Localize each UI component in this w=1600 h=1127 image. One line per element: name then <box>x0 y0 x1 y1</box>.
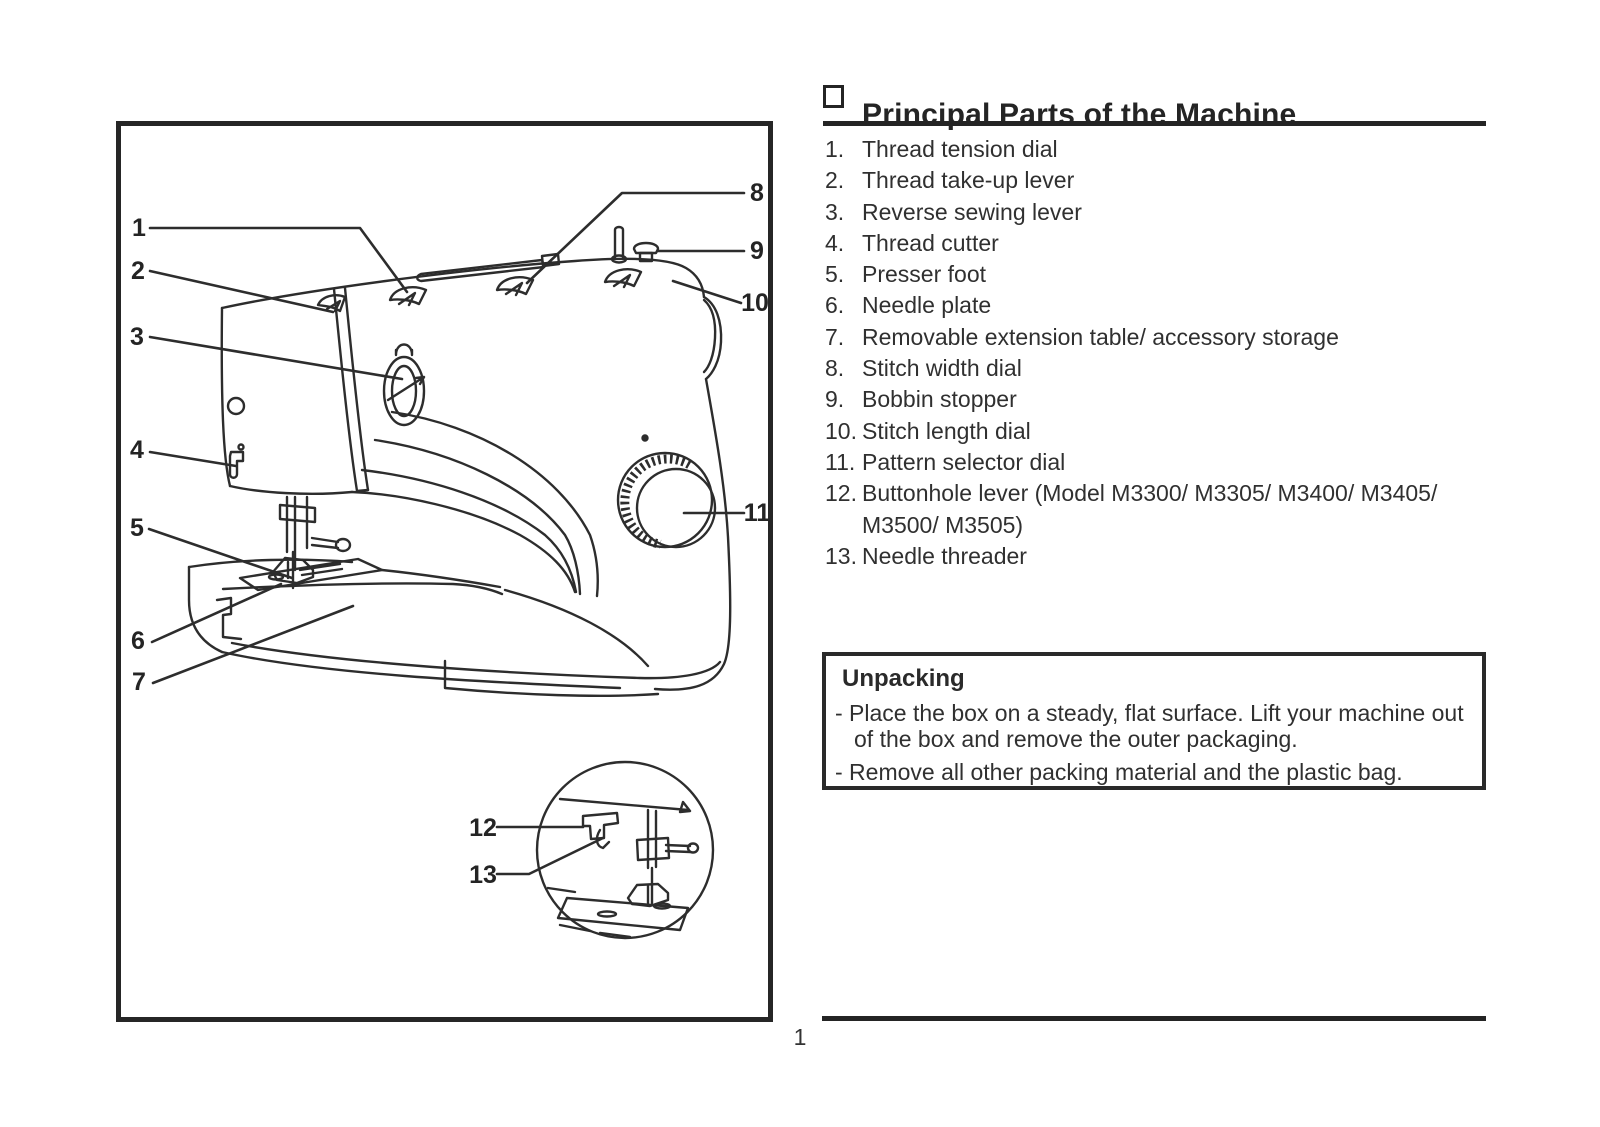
item-label: Needle plate <box>862 292 992 319</box>
item-label: Reverse sewing lever <box>862 198 1082 225</box>
item-label: Pattern selector dial <box>862 448 1066 475</box>
item-label: Buttonhole lever (Model M3300/ M3305/ M3… <box>862 480 1438 538</box>
list-item: 10.Stitch length dial <box>823 416 1486 447</box>
item-label: Thread take-up lever <box>862 167 1075 194</box>
callout-12: 12 <box>469 814 497 842</box>
unpacking-box: Unpacking - Place the box on a steady, f… <box>822 652 1486 790</box>
item-number: 6. <box>825 292 845 319</box>
parts-list: 1. Thread tension dial 2. Thread take-up l… <box>823 134 1486 572</box>
item-label: Stitch length dial <box>862 417 1031 444</box>
callout-labels: 1 2 3 4 5 6 7 8 9 10 11 12 13 <box>130 179 770 889</box>
callout-8: 8 <box>750 179 764 207</box>
callout-2: 2 <box>131 257 145 285</box>
callout-9: 9 <box>750 237 764 265</box>
item-number: 10. <box>825 417 857 444</box>
needle-area-inset <box>535 760 715 940</box>
unpacking-item: - Place the box on a steady, flat surfac… <box>835 700 1464 752</box>
item-number: 1. <box>825 136 845 162</box>
item-label: Thread cutter <box>862 229 999 256</box>
item-label: Bobbin stopper <box>862 386 1017 413</box>
list-item: 1. Thread tension dial <box>823 134 1486 165</box>
item-number: 7. <box>825 323 845 350</box>
callout-11: 11 <box>744 499 771 527</box>
unpacking-heading: Unpacking <box>842 665 965 692</box>
item-number: 9. <box>825 386 845 413</box>
list-item: 7. Removable extension table/ accessory s… <box>823 322 1486 353</box>
item-number: 11. <box>825 448 856 475</box>
page-number: 1 <box>793 1024 807 1050</box>
callout-4: 4 <box>130 436 144 464</box>
callout-6: 6 <box>131 627 145 655</box>
list-item: 6. Needle plate <box>823 290 1486 321</box>
list-item: 11.Pattern selector dial <box>823 447 1486 478</box>
callout-3: 3 <box>130 323 144 351</box>
machine-figure-box: 1 2 3 4 5 6 7 8 9 10 11 12 13 <box>116 121 773 1022</box>
callout-7: 7 <box>132 668 146 696</box>
section-checkbox-icon <box>823 85 844 108</box>
callout-13: 13 <box>469 861 497 889</box>
machine-illustration: 1 2 3 4 5 6 7 8 9 10 11 12 13 <box>116 121 773 1022</box>
title-rule <box>823 121 1486 126</box>
item-number: 8. <box>825 355 845 382</box>
item-number: 5. <box>825 261 845 288</box>
unpacking-item: - Remove all other packing material and … <box>835 759 1403 785</box>
item-number: 12. <box>825 480 857 507</box>
item-label: Stitch width dial <box>862 355 1022 382</box>
list-item: 13.Needle threader <box>823 541 1486 572</box>
item-label: Thread tension dial <box>862 136 1058 162</box>
callout-5: 5 <box>130 514 144 542</box>
item-number: 3. <box>825 198 845 225</box>
callout-10: 10 <box>741 289 769 317</box>
item-number: 2. <box>825 167 845 194</box>
item-label: Presser foot <box>862 261 986 288</box>
callout-lines <box>147 191 746 876</box>
footer-rule <box>822 1016 1486 1021</box>
list-item: 3. Reverse sewing lever <box>823 197 1486 228</box>
item-number: 13. <box>825 542 857 569</box>
list-item: 12.Buttonhole lever (Model M3300/ M3305/… <box>823 478 1486 541</box>
list-item: 4. Thread cutter <box>823 228 1486 259</box>
list-item: 8. Stitch width dial <box>823 353 1486 384</box>
list-item: 5. Presser foot <box>823 259 1486 290</box>
item-label: Removable extension table/ accessory sto… <box>862 323 1339 350</box>
list-item: 9. Bobbin stopper <box>823 384 1486 415</box>
list-item: 2. Thread take-up lever <box>823 165 1486 196</box>
callout-1: 1 <box>132 214 146 242</box>
machine-body <box>187 225 732 697</box>
item-label: Needle threader <box>862 542 1027 569</box>
item-number: 4. <box>825 229 845 256</box>
page-title: Principal Parts of the Machine <box>862 98 1297 132</box>
